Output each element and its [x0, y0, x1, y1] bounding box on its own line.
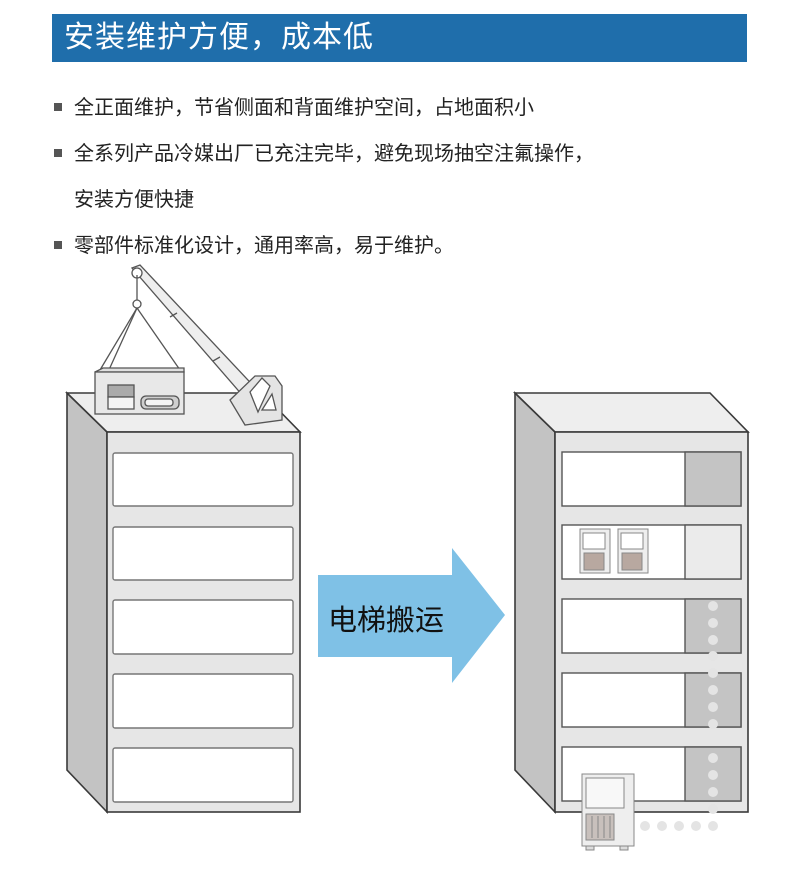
elevator-transport-label: 电梯搬运: [328, 603, 445, 637]
crane-icon: [99, 264, 283, 426]
section-title-bar: 安装维护方便，成本低: [52, 14, 747, 62]
moving-indoor-unit-icon: [581, 773, 635, 851]
feature-text: 全正面维护，节省侧面和背面维护空间，占地面积小: [74, 95, 534, 119]
left-building-illustration: [65, 391, 302, 814]
feature-text: 全系列产品冷媒出厂已充注完毕，避免现场抽空注氟操作，: [74, 141, 594, 165]
bullet-square-icon: [54, 241, 62, 249]
transport-arrow-shape: [318, 548, 505, 683]
section-title: 安装维护方便，成本低: [64, 20, 374, 55]
elevator-path-dots: [640, 601, 718, 831]
feature-list: 全正面维护，节省侧面和背面维护空间，占地面积小 全系列产品冷媒出厂已充注完毕，避…: [52, 84, 752, 268]
bullet-square-icon: [54, 149, 62, 157]
feature-item: 全正面维护，节省侧面和背面维护空间，占地面积小: [52, 84, 752, 130]
feature-item-continuation: 安装方便快捷: [52, 176, 752, 222]
outdoor-unit-icon: [94, 367, 185, 415]
feature-text: 零部件标准化设计，通用率高，易于维护。: [74, 233, 454, 257]
bullet-square-icon: [54, 103, 62, 111]
feature-item: 零部件标准化设计，通用率高，易于维护。: [52, 222, 752, 268]
right-building-illustration: [513, 391, 750, 814]
installed-indoor-unit-icon: [579, 528, 649, 574]
feature-item: 全系列产品冷媒出厂已充注完毕，避免现场抽空注氟操作，: [52, 130, 752, 176]
feature-text: 安装方便快捷: [74, 187, 194, 211]
